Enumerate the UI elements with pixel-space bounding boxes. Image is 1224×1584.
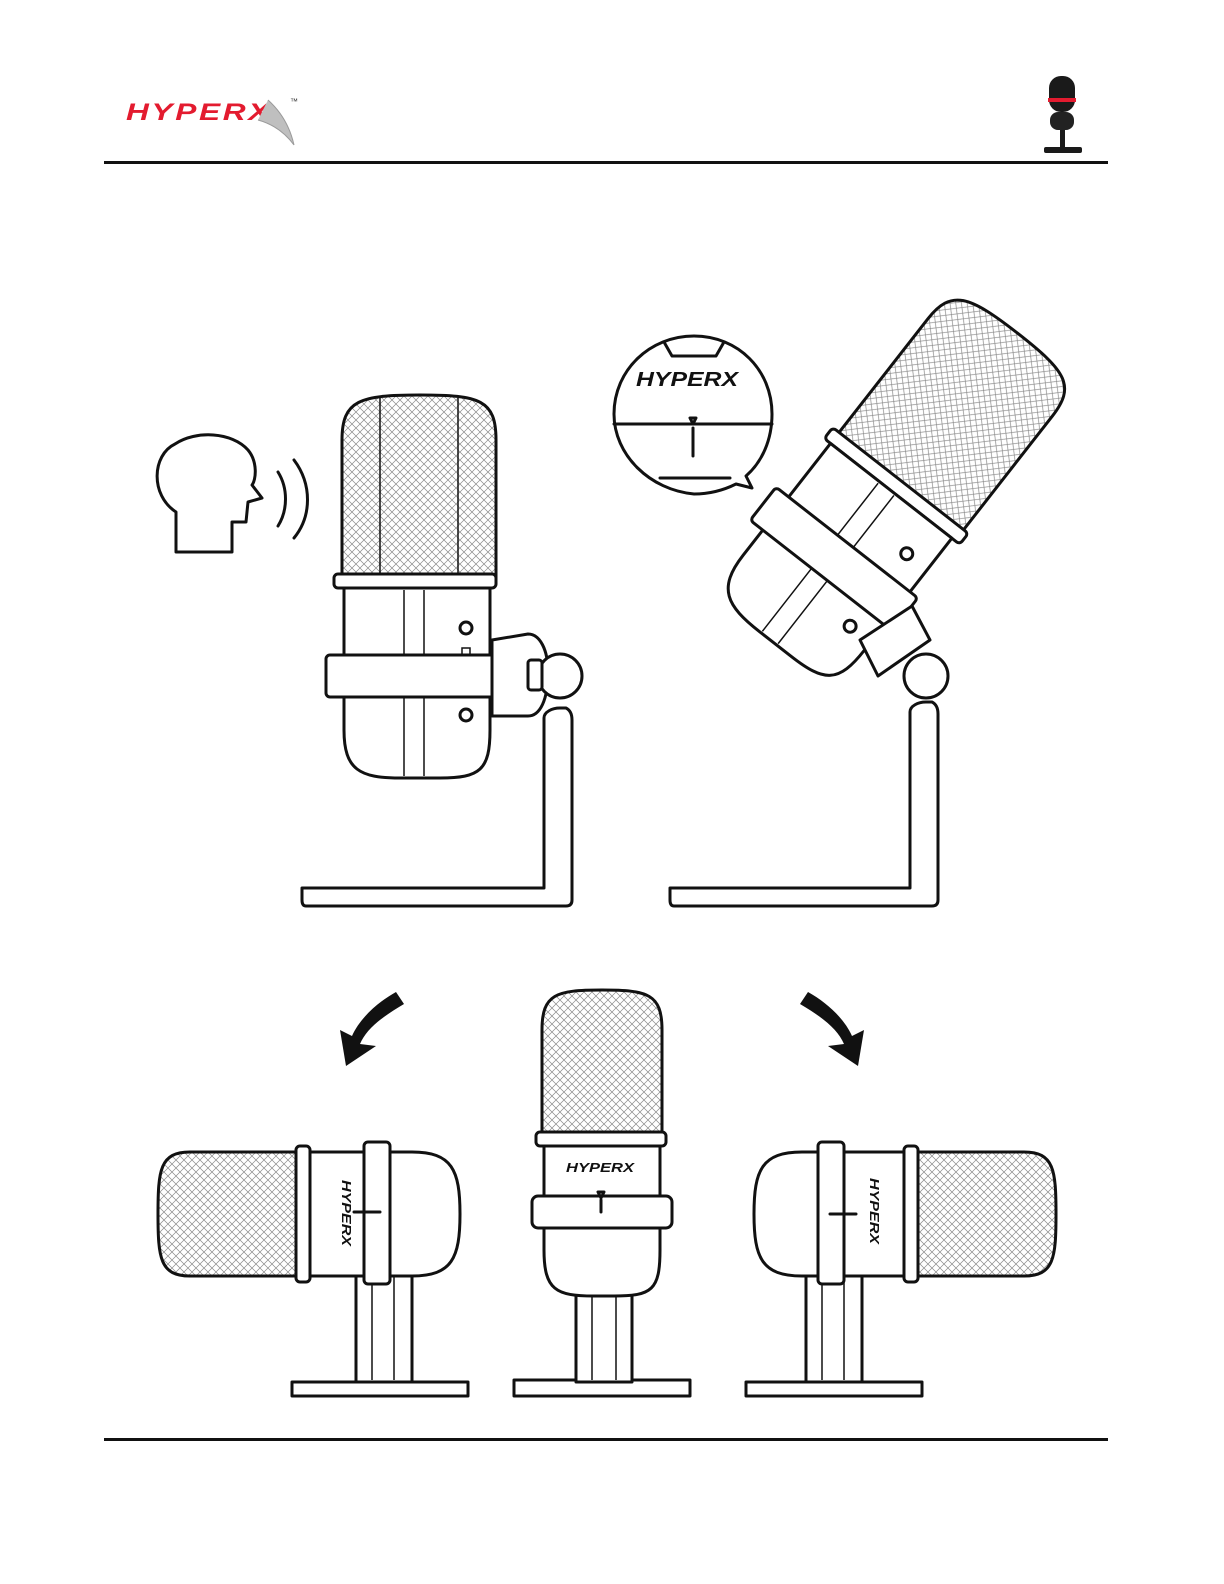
mic-side-left-brand: HYPERX — [339, 1180, 354, 1248]
mic-side-right-brand: HYPERX — [867, 1178, 882, 1246]
mic-front-brand: HYPERX — [566, 1160, 636, 1175]
brand-detail-callout — [614, 336, 772, 494]
mic-side-left-view — [158, 1142, 468, 1396]
rotate-right-arrow-icon — [800, 992, 864, 1066]
sound-waves-icon — [278, 460, 308, 538]
footer-divider — [104, 1438, 1108, 1441]
speaking-head-icon — [157, 435, 262, 552]
mic-upright — [302, 395, 582, 906]
mic-front-view — [514, 990, 690, 1396]
rotate-left-arrow-icon — [340, 992, 404, 1066]
mic-side-right-view — [746, 1142, 1056, 1396]
callout-brand: HYPERX — [636, 369, 740, 391]
